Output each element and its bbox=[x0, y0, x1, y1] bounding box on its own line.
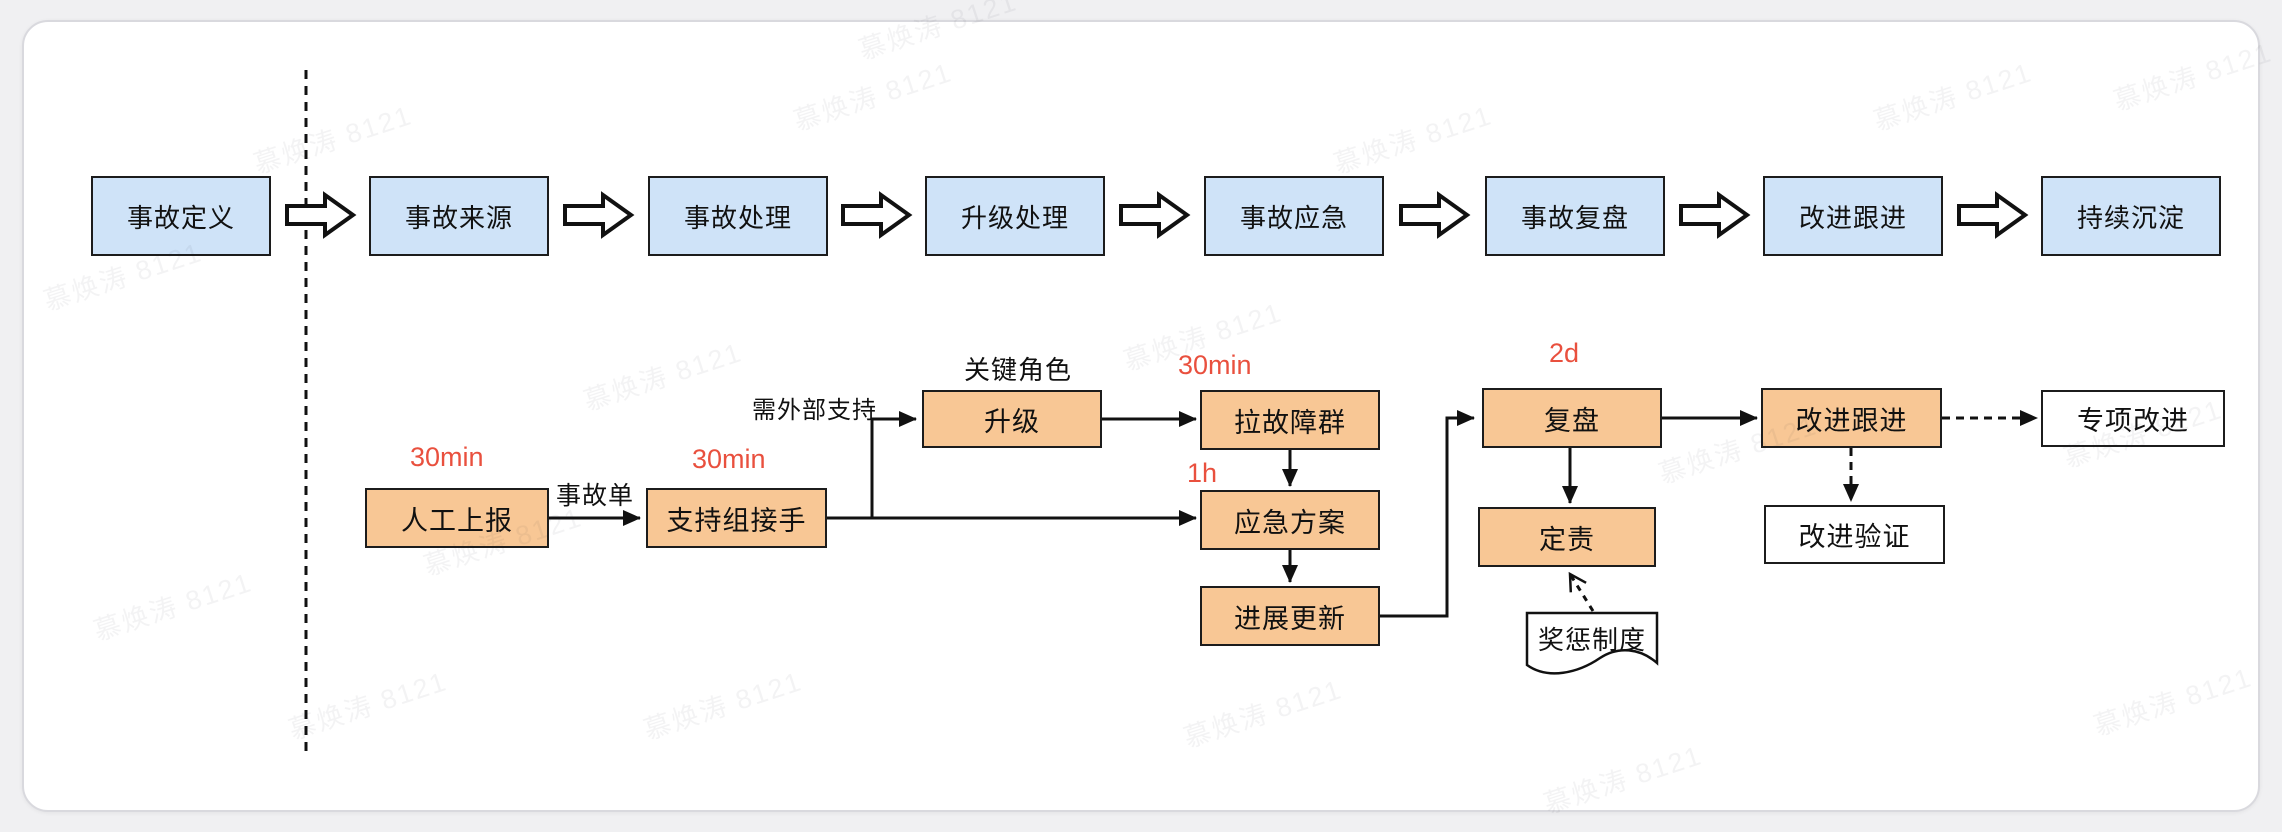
flow-connectors bbox=[549, 410, 2038, 618]
node-reward-punishment-doc-label: 奖惩制度 bbox=[1537, 624, 1646, 655]
sla-label-support-takeover: 30min bbox=[692, 444, 766, 474]
node-emergency-plan: 应急方案 bbox=[1200, 490, 1380, 550]
phase-box-escalation-handling: 升级处理 bbox=[925, 176, 1105, 256]
node-support-takeover: 支持组接手 bbox=[646, 488, 827, 548]
block-arrow-icon bbox=[841, 193, 911, 237]
phase-box-incident-source: 事故来源 bbox=[369, 176, 549, 256]
block-arrow-icon bbox=[1399, 193, 1469, 237]
node-fault-group: 拉故障群 bbox=[1200, 390, 1380, 450]
phase-box-improvement-followup: 改进跟进 bbox=[1763, 176, 1943, 256]
node-progress-update: 进展更新 bbox=[1200, 586, 1380, 646]
block-arrow-icon bbox=[1119, 193, 1189, 237]
block-arrow-icon bbox=[285, 193, 355, 237]
note-key-role: 关键角色 bbox=[964, 355, 1073, 385]
node-review: 复盘 bbox=[1482, 388, 1662, 448]
edge-label-need-external-support: 需外部支持 bbox=[752, 397, 877, 424]
edge-label-incident-ticket: 事故单 bbox=[556, 482, 635, 510]
phase-box-incident-review: 事故复盘 bbox=[1485, 176, 1665, 256]
phase-box-continuous-accumulation: 持续沉淀 bbox=[2041, 176, 2221, 256]
node-manual-report: 人工上报 bbox=[365, 488, 549, 548]
phase-box-incident-handling: 事故处理 bbox=[648, 176, 828, 256]
sla-label-emergency-plan: 1h bbox=[1187, 458, 1218, 488]
node-special-improvement: 专项改进 bbox=[2041, 390, 2225, 447]
block-arrow-icon bbox=[1679, 193, 1749, 237]
sla-label-manual-report: 30min bbox=[410, 442, 484, 472]
block-arrow-icon bbox=[563, 193, 633, 237]
edge-progress-to-review bbox=[1380, 410, 1475, 618]
phase-box-incident-emergency: 事故应急 bbox=[1204, 176, 1384, 256]
phase-box-incident-definition: 事故定义 bbox=[91, 176, 271, 256]
node-accountability: 定责 bbox=[1478, 507, 1656, 567]
node-improvement-verify: 改进验证 bbox=[1764, 505, 1945, 564]
document-shape bbox=[1525, 611, 1659, 675]
node-escalate: 升级 bbox=[922, 390, 1102, 448]
edge-policy-to-accountability bbox=[1568, 571, 1595, 612]
sla-label-review: 2d bbox=[1549, 338, 1580, 368]
block-arrow-icon bbox=[1957, 193, 2027, 237]
node-improvement-followup: 改进跟进 bbox=[1761, 388, 1942, 448]
edge-support-to-escalate bbox=[870, 411, 917, 518]
sla-label-fault-group: 30min bbox=[1178, 350, 1252, 380]
